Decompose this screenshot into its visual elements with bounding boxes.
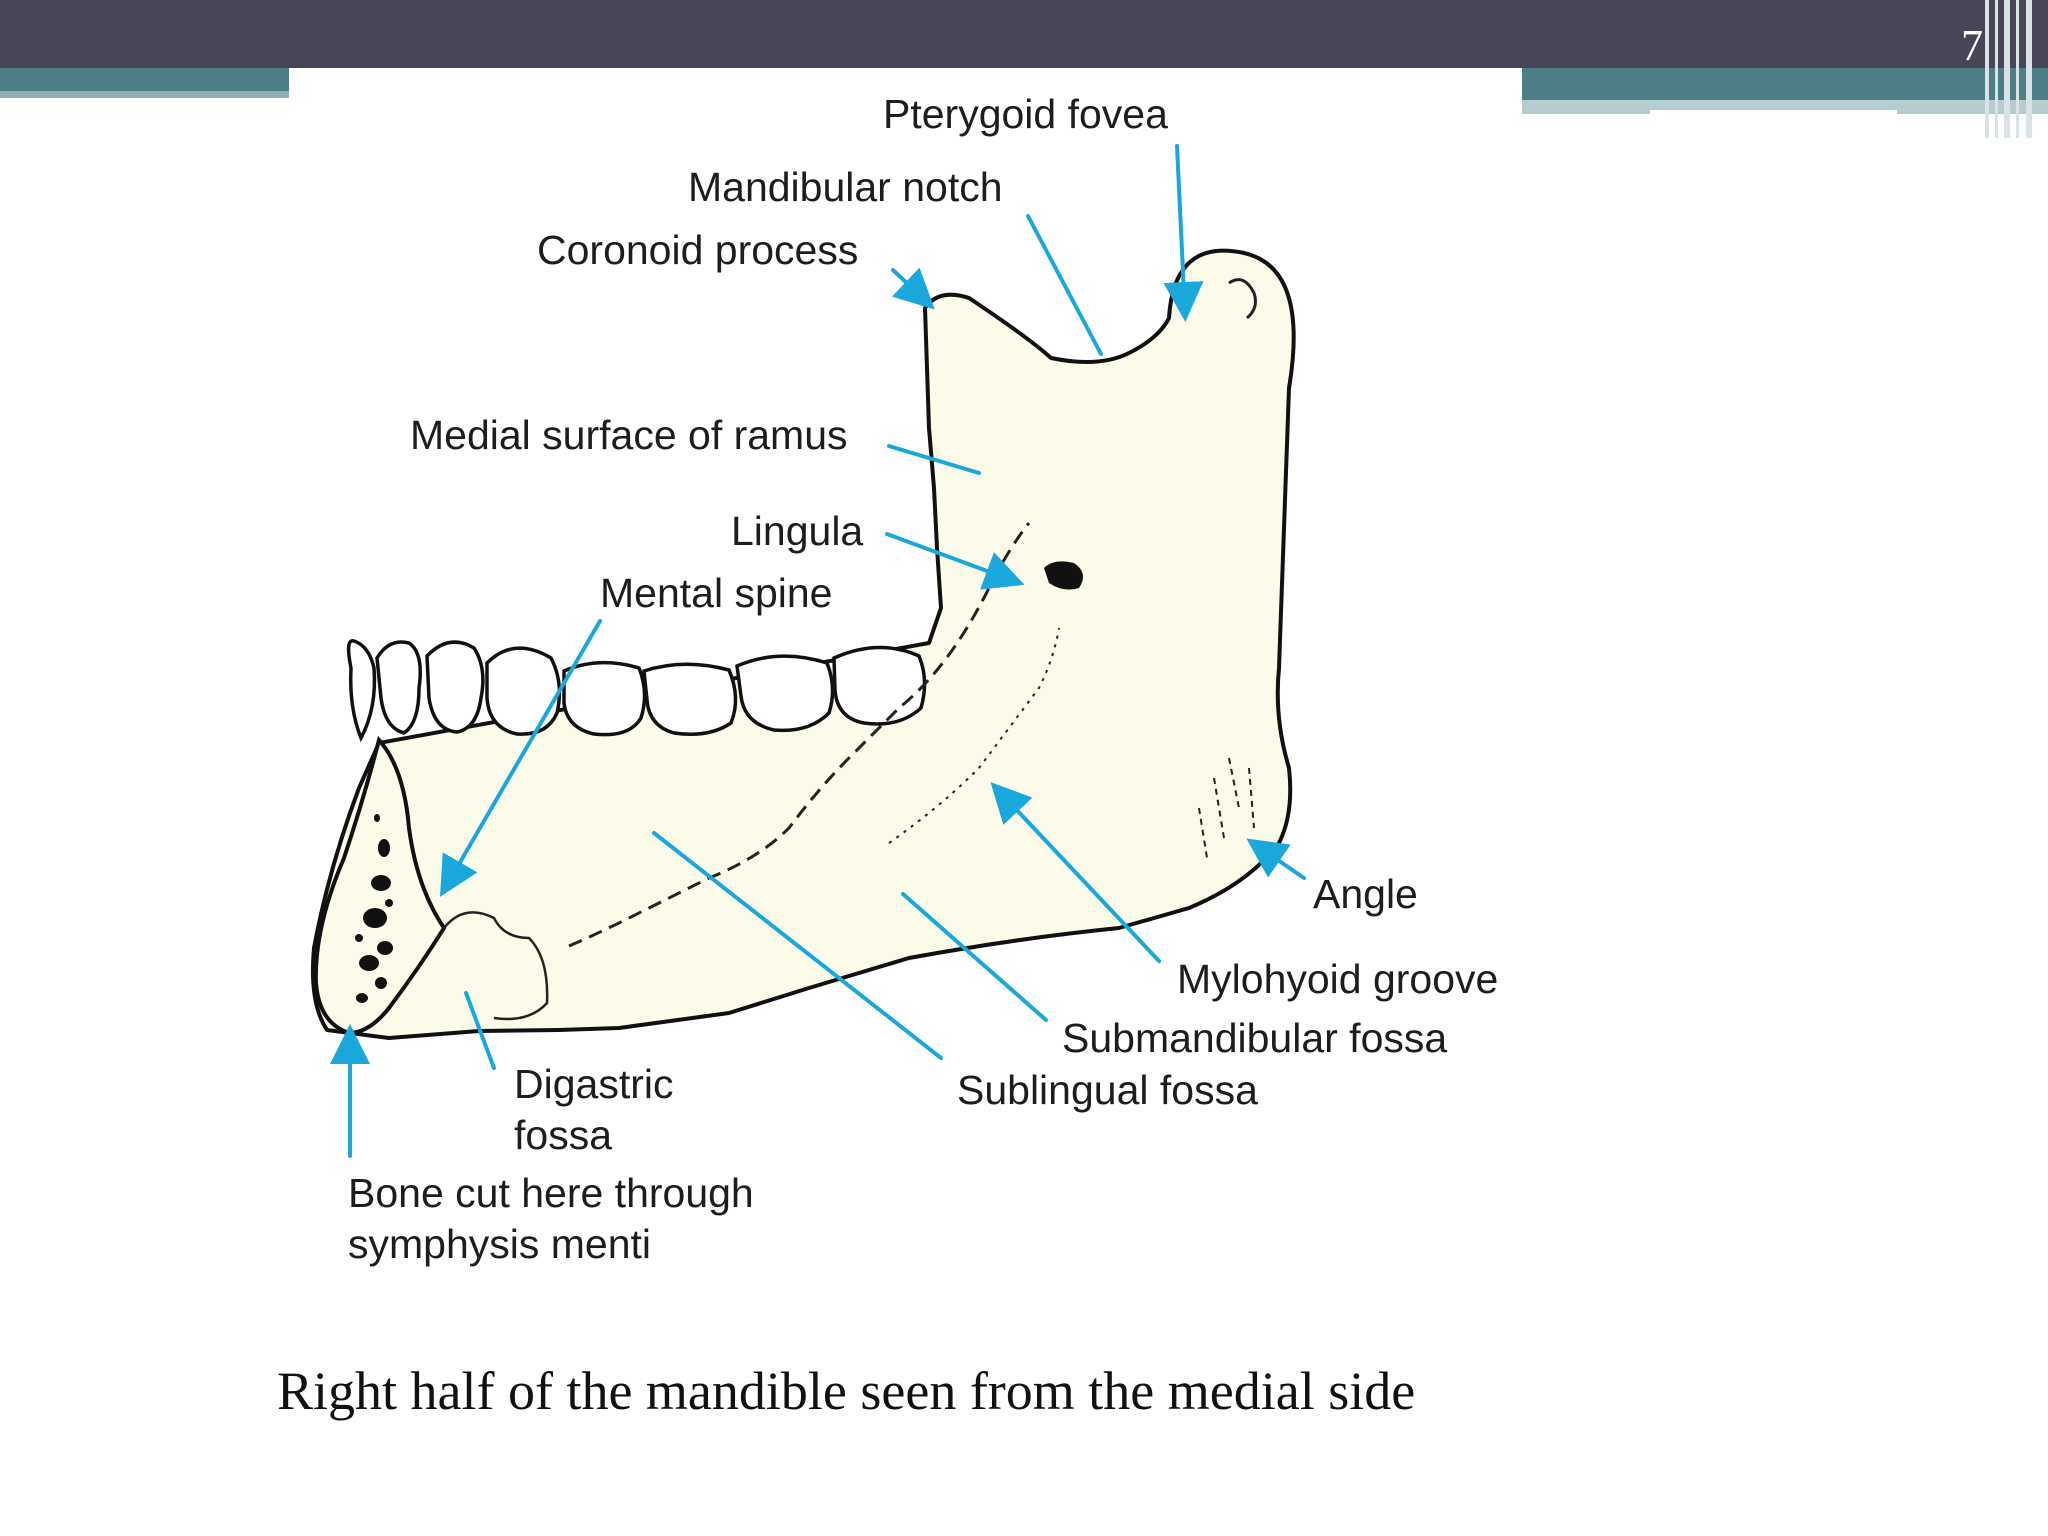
label-medial-surface-of-ramus: Medial surface of ramus (410, 412, 848, 458)
tooth (562, 660, 647, 737)
label-mylohyoid-groove: Mylohyoid groove (1177, 956, 1498, 1002)
arrow-mental-spine (439, 619, 602, 897)
label-coronoid-process: Coronoid process (537, 227, 858, 273)
tooth (485, 646, 562, 736)
corner-stripe (2016, 0, 2019, 138)
accent-line-right (1650, 110, 1897, 115)
accent-band-left (0, 68, 289, 91)
slide-number: 7 (1961, 21, 1983, 70)
tooth (346, 639, 377, 743)
mandible-diagram: Pterygoid fovea Mandibular notch Coronoi… (310, 91, 1498, 1267)
surface-markings (568, 278, 1257, 948)
arrow-angle (1246, 838, 1306, 880)
mylohyoid-groove-line (888, 627, 1060, 844)
tooth (375, 640, 422, 735)
label-mental-spine: Mental spine (600, 570, 832, 616)
corner-stripe (1985, 0, 1989, 138)
label-symphysis-menti: symphysis menti (348, 1221, 651, 1267)
angle-striations (1198, 757, 1255, 859)
arrow-submandibular-fossa (901, 892, 1048, 1022)
mylohyoid-line (568, 522, 1031, 948)
tooth (832, 645, 927, 726)
label-angle: Angle (1313, 871, 1418, 917)
label-submandibular-fossa: Submandibular fossa (1062, 1015, 1447, 1061)
arrow-coronoid-process (891, 267, 935, 310)
figure: Pterygoid fovea Mandibular notch Coronoi… (289, 68, 1522, 1328)
accent-band-left-light (0, 91, 289, 98)
arrow-mandibular-notch (1026, 214, 1103, 356)
label-pterygoid-fovea: Pterygoid fovea (883, 91, 1168, 137)
mandibular-foramen (1044, 561, 1083, 590)
arrow-sublingual-fossa (652, 831, 943, 1060)
digastric-fossa-outline (443, 911, 549, 1021)
coronoid-tip-shading (1228, 278, 1257, 320)
label-mandibular-notch: Mandibular notch (688, 164, 1003, 210)
teeth (346, 639, 927, 743)
trabecular-bone (355, 814, 393, 1003)
arrow-digastric-fossa (464, 991, 496, 1070)
arrow-mylohyoid-groove (990, 782, 1161, 963)
leader-arrows (330, 144, 1306, 1158)
label-bone-cut: Bone cut here through (348, 1170, 754, 1216)
corner-stripe (1995, 0, 1998, 138)
label-lingula: Lingula (731, 508, 863, 554)
label-digastric: Digastric (514, 1061, 673, 1107)
accent-band-right (1522, 68, 2048, 100)
corner-stripe (2004, 0, 2010, 138)
tooth (735, 654, 835, 733)
corner-stripe (2026, 0, 2032, 138)
arrow-medial-surface-ramus (887, 444, 981, 475)
title-bar (0, 0, 2048, 68)
figure-caption: Right half of the mandible seen from the… (277, 1361, 1416, 1421)
tooth (425, 640, 485, 734)
tooth (642, 662, 738, 736)
arrow-lingula (885, 532, 1025, 590)
labels: Pterygoid fovea Mandibular notch Coronoi… (348, 91, 1498, 1267)
arrow-pterygoid-fovea (1163, 144, 1204, 322)
label-fossa: fossa (514, 1112, 612, 1158)
label-sublingual-fossa: Sublingual fossa (957, 1067, 1258, 1113)
